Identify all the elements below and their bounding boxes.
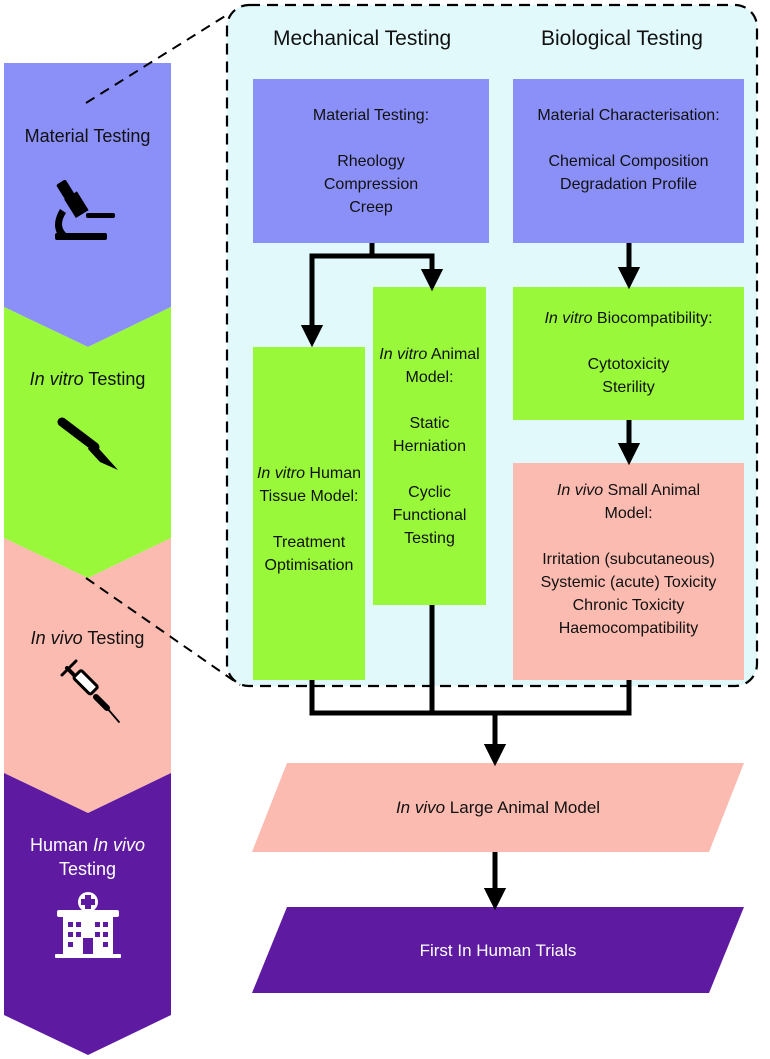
stage-label-invivo: In vivo Testing xyxy=(4,626,171,650)
microscope-icon xyxy=(55,179,115,240)
small-animal-item: Haemocompatibility xyxy=(558,620,699,637)
small-animal-item: Systemic (acute) Toxicity xyxy=(540,574,717,591)
material-characterisation-title: Material Characterisation: xyxy=(537,107,720,124)
biocompat-title-italic: In vitro xyxy=(544,310,593,327)
stage-label-human: Human In vivo Testing xyxy=(4,833,171,881)
header-mechanical: Mechanical Testing xyxy=(273,27,452,50)
human-tissue-box: In vitro Human Tissue Model: Treatment O… xyxy=(253,347,365,680)
biocompat-item: Cytotoxicity xyxy=(587,356,670,373)
animal-model-title-italic: In vitro xyxy=(379,346,428,363)
large-animal-title-rest: Large Animal Model xyxy=(445,798,601,817)
stage-label-invivo-italic: In vivo xyxy=(30,628,83,648)
large-animal-title: In vivo Large Animal Model xyxy=(396,796,600,819)
biocompat-box-shape xyxy=(513,287,744,420)
biocompat-title-rest: Biocompatibility: xyxy=(592,310,713,327)
large-animal-title-italic: In vivo xyxy=(395,798,446,817)
biocompat-title: In vitro Biocompatibility: xyxy=(544,307,712,330)
stage-label-invitro-text: Testing xyxy=(83,369,146,389)
human-tissue-title: In vitro Human xyxy=(257,462,361,485)
first-in-human-title: First In Human Trials xyxy=(419,940,577,960)
hospital-icon xyxy=(55,892,121,958)
small-animal-item: Irritation (subcutaneous) xyxy=(542,551,715,568)
animal-model-title: In vitro Animal xyxy=(379,343,479,366)
animal-model-title-line2: Model: xyxy=(405,369,454,386)
stage-label-invitro-italic: In vitro xyxy=(29,369,84,389)
arrow-material-to-human-tissue xyxy=(300,243,375,348)
human-tissue-box-shape xyxy=(253,347,365,680)
syringe-icon xyxy=(60,659,120,723)
small-animal-title-rest: Small Animal xyxy=(603,482,701,499)
stage-label-human-italic: In vivo xyxy=(93,835,146,855)
animal-model-item: Herniation xyxy=(393,438,466,455)
biocompat-box: In vitro Biocompatibility: Cytotoxicity … xyxy=(513,287,744,420)
small-animal-box: In vivo Small Animal Model: Irritation (… xyxy=(513,463,744,680)
human-tissue-title-line2: Tissue Model: xyxy=(259,488,359,505)
animal-model-item: Static xyxy=(409,415,450,432)
material-characterisation-box-shape xyxy=(513,79,744,243)
first-in-human-box: First In Human Trials xyxy=(252,907,744,993)
zoom-line-top xyxy=(85,12,231,104)
biocompat-item: Sterility xyxy=(602,379,655,396)
material-characterisation-item: Degradation Profile xyxy=(560,176,697,193)
scalpel-icon xyxy=(57,417,118,470)
human-tissue-item: Treatment xyxy=(272,534,346,551)
connectors xyxy=(300,243,641,911)
stage-label-material-text: Material Testing xyxy=(24,126,151,146)
small-animal-title-line2: Model: xyxy=(604,505,653,522)
material-testing-item: Creep xyxy=(349,198,393,216)
stage-label-human-line2: Testing xyxy=(58,859,117,879)
human-tissue-title-italic: In vitro xyxy=(256,465,305,482)
small-animal-title-italic: In vivo xyxy=(556,482,604,499)
animal-model-title-rest: Animal xyxy=(427,346,480,363)
small-animal-box-shape xyxy=(513,463,744,680)
material-testing-box-shape xyxy=(253,79,489,243)
large-animal-box: In vivo Large Animal Model xyxy=(252,763,744,852)
first-in-human-box-shape xyxy=(252,907,744,993)
arrow-material-to-animal-model xyxy=(372,253,444,292)
stage-label-material: Material Testing xyxy=(4,124,171,148)
animal-model-box: In vitro Animal Model: Static Herniation… xyxy=(373,287,486,605)
material-characterisation-item: Chemical Composition xyxy=(548,153,709,170)
animal-model-box-shape xyxy=(373,287,486,605)
large-animal-box-shape xyxy=(252,763,744,852)
small-animal-title: In vivo Small Animal xyxy=(557,479,700,502)
stage-label-invivo-text: Testing xyxy=(82,628,145,648)
stage-chevron-material xyxy=(4,63,171,347)
human-tissue-title-rest: Human xyxy=(304,465,362,482)
animal-model-item: Cyclic xyxy=(408,484,451,501)
header-biological: Biological Testing xyxy=(541,27,703,50)
material-testing-item: Compression xyxy=(323,175,419,193)
stage-label-human-prefix: Human xyxy=(29,835,93,855)
small-animal-item: Chronic Toxicity xyxy=(572,597,685,614)
zoom-line-bottom xyxy=(85,577,241,686)
material-testing-item: Rheology xyxy=(337,152,405,170)
animal-model-item: Functional xyxy=(392,507,467,524)
animal-model-item: Testing xyxy=(404,530,455,547)
material-testing-title: Material Testing: xyxy=(312,106,430,124)
stage-label-invitro: In vitro Testing xyxy=(4,367,171,391)
material-testing-box: Material Testing: Rheology Compression C… xyxy=(253,79,489,243)
material-characterisation-box: Material Characterisation: Chemical Comp… xyxy=(513,79,744,243)
human-tissue-item: Optimisation xyxy=(264,557,354,574)
